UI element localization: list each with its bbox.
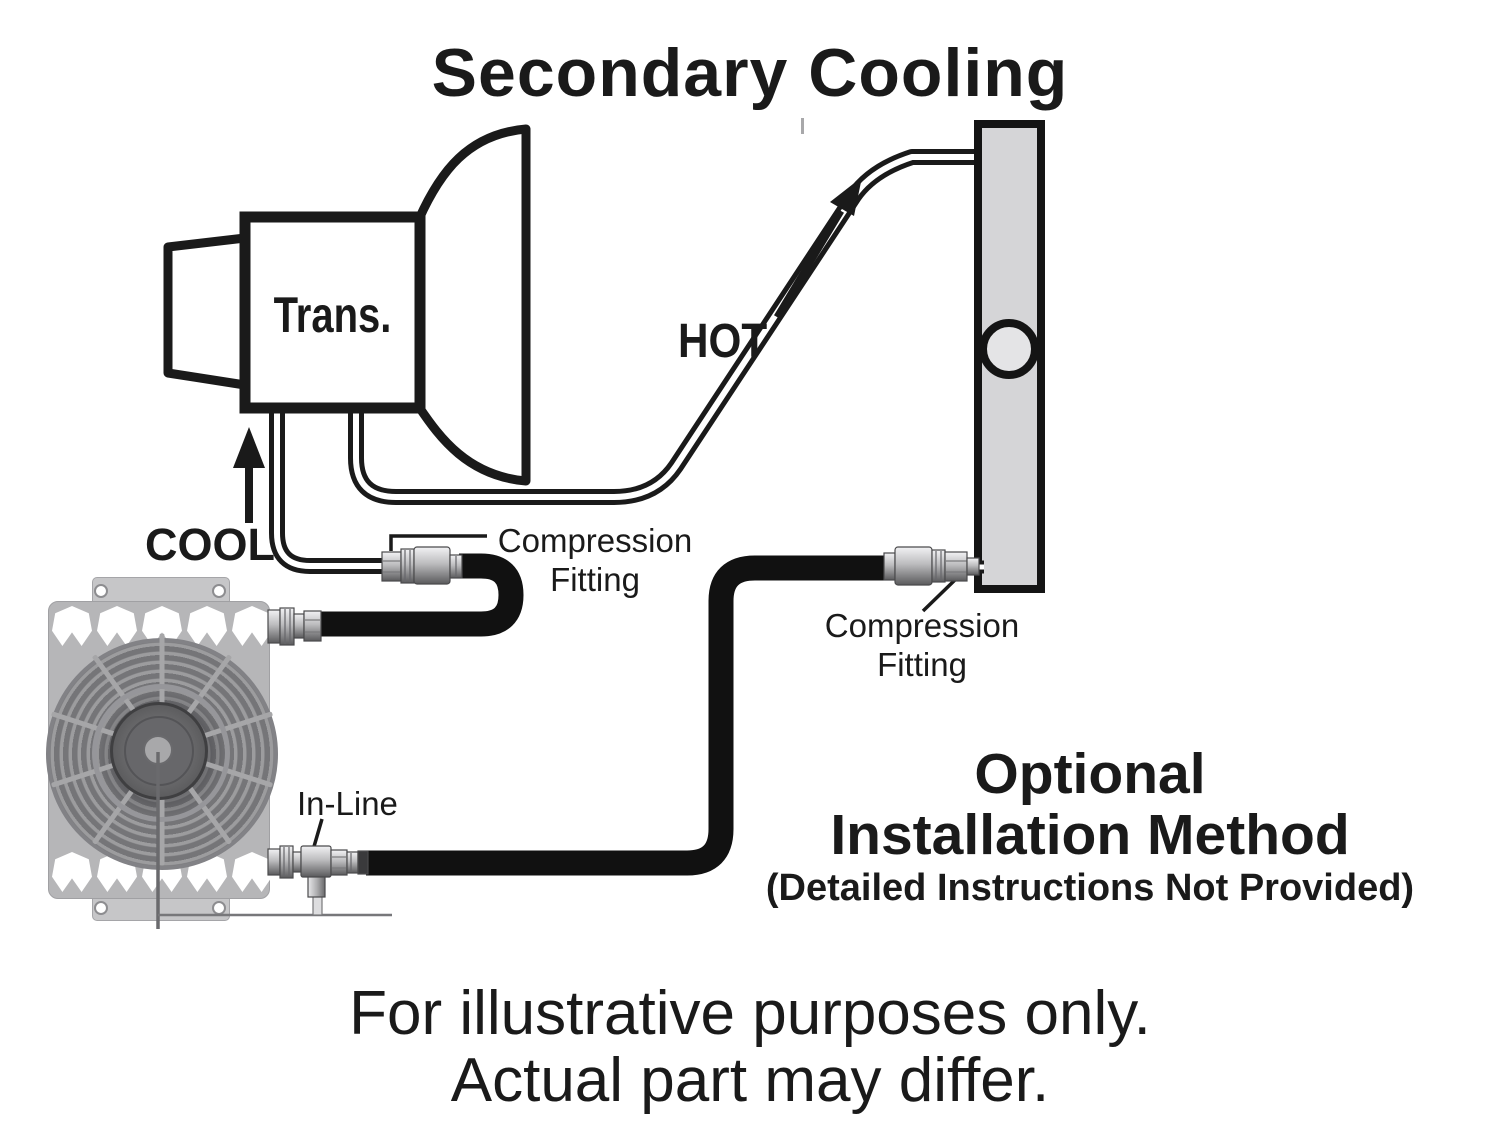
disclaimer: For illustrative purposes only. Actual p…: [0, 980, 1500, 1114]
cool-label: COOL: [145, 519, 275, 570]
compression-fitting-label-1: Compression Fitting: [470, 521, 720, 599]
leader-inline: [311, 818, 324, 851]
hose-cooler-to-radiator: [366, 555, 886, 876]
transmission-case: [239, 211, 426, 414]
transmission-label: Trans.: [273, 287, 392, 343]
compression-fitting-label-2-line2: Fitting: [877, 646, 967, 683]
mount-hole: [212, 584, 226, 598]
compression-fitting-left: [381, 546, 463, 585]
optional-note-line2: Installation Method: [830, 803, 1350, 867]
cool-line: [269, 404, 385, 574]
inline-fitting: [267, 845, 369, 916]
leader-compression-1: [389, 534, 487, 551]
disclaimer-line2: Actual part may differ.: [450, 1046, 1050, 1115]
hot-arrow: [774, 177, 862, 319]
compression-fitting-label-2-line1: Compression: [824, 607, 1020, 644]
compression-fitting-right: [883, 546, 984, 586]
compression-fitting-label-1-line2: Fitting: [550, 561, 640, 598]
radiator-port: [979, 319, 1039, 379]
tail-shaft: [163, 233, 250, 390]
diagram-title: Secondary Cooling: [431, 35, 1069, 111]
inline-fitting-label: In-Line: [297, 785, 398, 822]
optional-note-line3: (Detailed Instructions Not Provided): [765, 867, 1415, 909]
leader-compression-2: [921, 576, 959, 613]
hot-label: HOT: [678, 315, 768, 368]
mount-hole: [94, 901, 108, 915]
mount-hole: [94, 584, 108, 598]
compression-fitting-label-1-line1: Compression: [497, 522, 693, 559]
bell-housing: [414, 124, 531, 486]
hose-fitting-to-cooler: [318, 553, 524, 637]
optional-installation-note: Optional Installation Method (Detailed I…: [740, 744, 1440, 910]
cool-arrow: [233, 427, 265, 523]
hot-line: [348, 149, 982, 505]
compression-fitting-label-2: Compression Fitting: [797, 606, 1047, 684]
fan-guard-ring: [92, 684, 230, 822]
disclaimer-line1: For illustrative purposes only.: [349, 979, 1151, 1048]
optional-note-line1: Optional: [974, 742, 1206, 806]
tick-mark: [801, 118, 804, 134]
cooler-top-fitting: [267, 607, 322, 646]
